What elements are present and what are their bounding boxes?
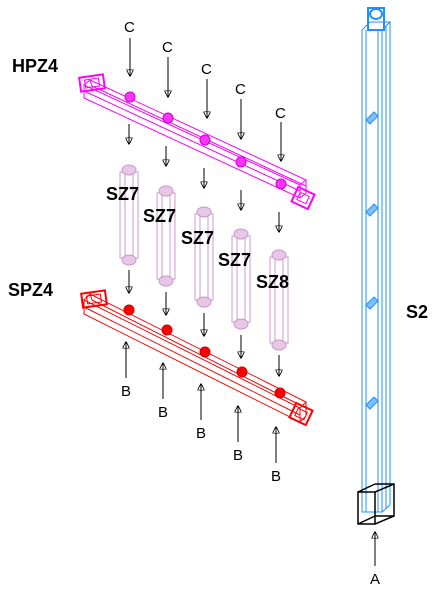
load-b-label-4: B	[233, 447, 243, 464]
hpz4-connectors	[124, 91, 287, 190]
sz7-label-2: SZ7	[143, 206, 176, 226]
load-c-label-3: C	[201, 61, 212, 78]
sz8-post	[269, 249, 289, 351]
sz7-label-4: SZ7	[218, 250, 251, 270]
s2-column	[361, 7, 392, 513]
load-b-label-2: B	[158, 404, 168, 421]
load-b-label-1: B	[121, 383, 131, 400]
sz-posts	[119, 164, 289, 351]
spz4-connectors	[123, 304, 286, 399]
load-c-label-1: C	[124, 19, 135, 36]
load-b-label-3: B	[196, 425, 206, 442]
connection-arrows-upper	[129, 124, 279, 232]
load-a-label: A	[370, 571, 380, 588]
load-arrows-b	[126, 342, 276, 463]
load-arrows-c	[130, 38, 281, 161]
s2-label: S2	[406, 302, 428, 322]
hpz4-beam	[78, 73, 316, 211]
sz7-post-4	[231, 228, 251, 330]
load-c-label-5: C	[275, 105, 286, 122]
sz7-post-2	[156, 185, 176, 287]
load-b-label-5: B	[271, 468, 281, 485]
load-c-label-2: C	[162, 39, 173, 56]
spz4-beam	[80, 289, 314, 427]
load-c-label-4: C	[235, 81, 246, 98]
sz8-label: SZ8	[256, 272, 289, 292]
connection-arrows-lower	[129, 270, 279, 376]
sz7-label-3: SZ7	[181, 228, 214, 248]
sz7-post-1	[119, 164, 139, 266]
sz7-post-3	[194, 206, 214, 308]
s2-base	[357, 483, 395, 525]
hpz4-label: HPZ4	[12, 56, 58, 76]
sz7-label-1: SZ7	[106, 184, 139, 204]
spz4-label: SPZ4	[8, 280, 53, 300]
